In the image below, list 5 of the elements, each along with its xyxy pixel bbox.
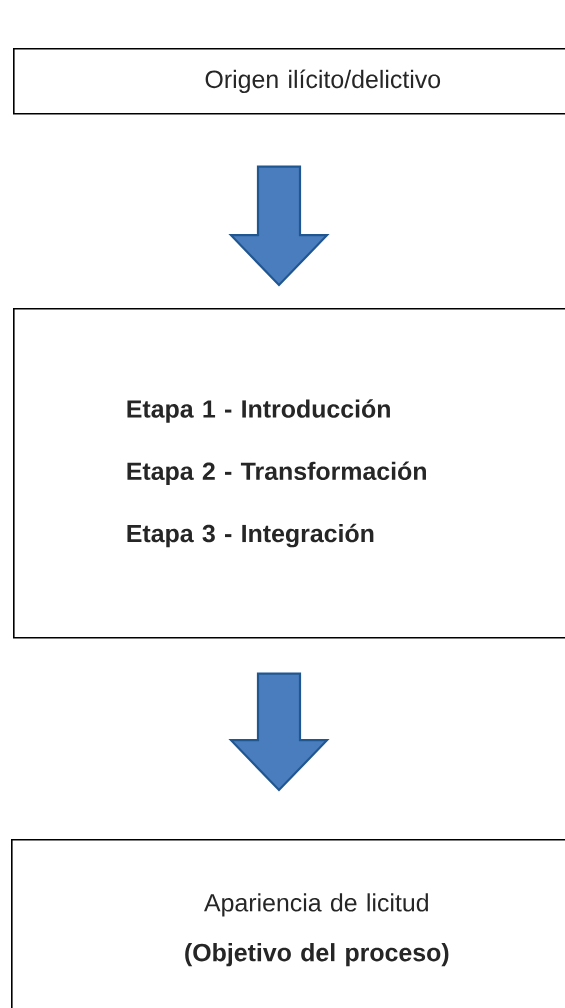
- process-box: Etapa 1 - Introducción Etapa 2 - Transformación Etapa 3 - Integración: [13, 308, 565, 639]
- block-arrow: [228, 672, 330, 792]
- process-box: Apariencia de licitud (Objetivo del proceso): [11, 839, 565, 1008]
- process-box: Origen ilícito/delictivo: [13, 48, 565, 115]
- block-arrow: [228, 165, 330, 287]
